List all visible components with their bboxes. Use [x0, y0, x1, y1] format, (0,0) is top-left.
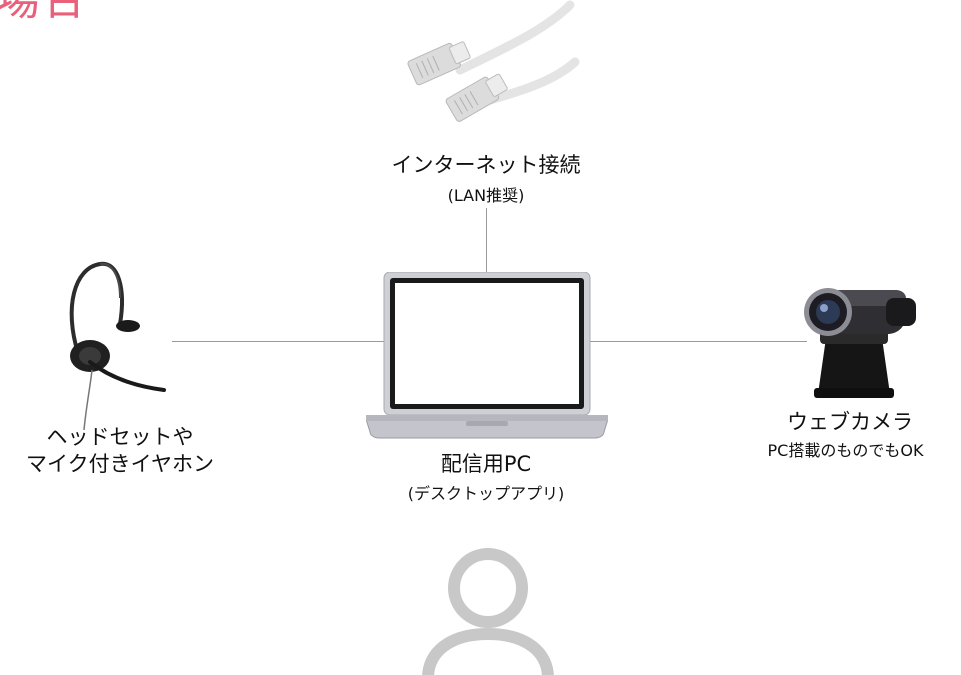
headset-label-line1: ヘッドセットや — [46, 425, 194, 449]
connector-network — [486, 208, 487, 272]
connector-webcam — [585, 341, 807, 342]
laptop-sublabel: (デスクトップアプリ) — [407, 484, 565, 503]
laptop-label: 配信用PC — [440, 452, 532, 476]
ethernet-cable-icon — [395, 0, 585, 140]
webcam-sublabel: PC搭載のものでもOK — [767, 441, 924, 460]
page-heading: 場合 — [0, 0, 88, 22]
headset-label-line2: マイク付きイヤホン — [26, 452, 214, 476]
user-icon — [418, 548, 558, 675]
network-label: インターネット接続 — [391, 153, 581, 177]
connector-headset — [172, 341, 392, 342]
headset-icon — [60, 258, 180, 430]
webcam-icon — [790, 276, 920, 406]
webcam-label: ウェブカメラ — [787, 410, 913, 434]
laptop-icon — [366, 272, 608, 440]
network-sublabel: (LAN推奨) — [447, 186, 525, 205]
